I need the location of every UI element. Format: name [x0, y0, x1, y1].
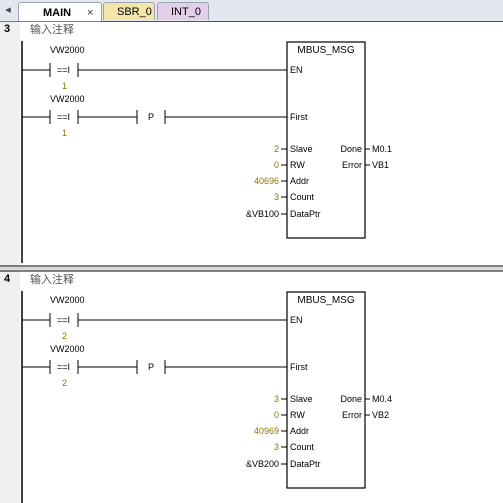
- block-output-value: M0.4: [372, 394, 392, 404]
- block-input-value: 2: [274, 144, 279, 154]
- contact-value: 2: [62, 331, 67, 341]
- block-input-value: &VB100: [246, 209, 279, 219]
- function-block[interactable]: [286, 291, 366, 489]
- block-input-pin: Count: [290, 192, 315, 202]
- tab-sbr0[interactable]: SBR_0: [103, 2, 155, 20]
- block-input-pin: Count: [290, 442, 315, 452]
- block-input-value: 3: [274, 394, 279, 404]
- block-input-pin: First: [290, 362, 308, 372]
- network-gutter: [0, 271, 20, 503]
- network-number: 3: [4, 23, 10, 35]
- block-input-pin: Slave: [290, 394, 313, 404]
- tab-main-label: MAIN: [43, 7, 72, 19]
- block-output-pin: Done: [340, 394, 362, 404]
- block-output-pin: Done: [340, 144, 362, 154]
- contact-operand: VW2000: [50, 295, 85, 305]
- tab-main[interactable]: MAIN ×: [18, 2, 102, 22]
- contact-op: ==I: [57, 65, 70, 75]
- block-name: MBUS_MSG: [297, 45, 354, 56]
- block-output-value: VB2: [372, 410, 389, 420]
- pulse-label: P: [148, 112, 154, 122]
- tab-int0-label: INT_0: [171, 6, 201, 18]
- contact-op: ==I: [57, 362, 70, 372]
- block-output-value: VB1: [372, 160, 389, 170]
- block-input-value: 0: [274, 410, 279, 420]
- block-output-pin: Error: [342, 160, 362, 170]
- block-input-pin: EN: [290, 65, 303, 75]
- contact-op: ==I: [57, 112, 70, 122]
- network-divider: [0, 267, 503, 270]
- block-input-value: 40969: [254, 426, 279, 436]
- network-comment[interactable]: 输入注释: [30, 22, 74, 36]
- network-number: 4: [4, 273, 11, 285]
- pulse-label: P: [148, 362, 154, 372]
- block-input-value: &VB200: [246, 459, 279, 469]
- tab-sbr0-label: SBR_0: [117, 6, 152, 18]
- contact-operand: VW2000: [50, 45, 85, 55]
- network-comment[interactable]: 输入注释: [30, 272, 74, 286]
- function-block[interactable]: [286, 41, 366, 239]
- block-input-value: 3: [274, 192, 279, 202]
- contact-op: ==I: [57, 315, 70, 325]
- block-output-pin: Error: [342, 410, 362, 420]
- close-icon[interactable]: ×: [87, 7, 94, 19]
- tab-scroll-left-icon[interactable]: ◂: [5, 4, 11, 16]
- block-input-value: 0: [274, 160, 279, 170]
- contact-value: 2: [62, 378, 67, 388]
- block-name: MBUS_MSG: [297, 295, 354, 306]
- contact-value: 1: [62, 128, 67, 138]
- block-input-pin: Addr: [290, 426, 309, 436]
- tab-bar: ◂ MAIN × SBR_0 INT_0: [0, 0, 503, 22]
- block-input-pin: DataPtr: [290, 459, 321, 469]
- contact-operand: VW2000: [50, 94, 85, 104]
- network-gutter: [0, 21, 20, 266]
- block-input-pin: Addr: [290, 176, 309, 186]
- contact-value: 1: [62, 81, 67, 91]
- block-input-pin: Slave: [290, 144, 313, 154]
- block-input-pin: RW: [290, 410, 305, 420]
- block-input-pin: First: [290, 112, 308, 122]
- block-input-value: 3: [274, 442, 279, 452]
- block-output-value: M0.1: [372, 144, 392, 154]
- block-input-value: 40696: [254, 176, 279, 186]
- contact-operand: VW2000: [50, 344, 85, 354]
- tab-int0[interactable]: INT_0: [157, 2, 209, 20]
- block-input-pin: DataPtr: [290, 209, 321, 219]
- block-input-pin: RW: [290, 160, 305, 170]
- block-input-pin: EN: [290, 315, 303, 325]
